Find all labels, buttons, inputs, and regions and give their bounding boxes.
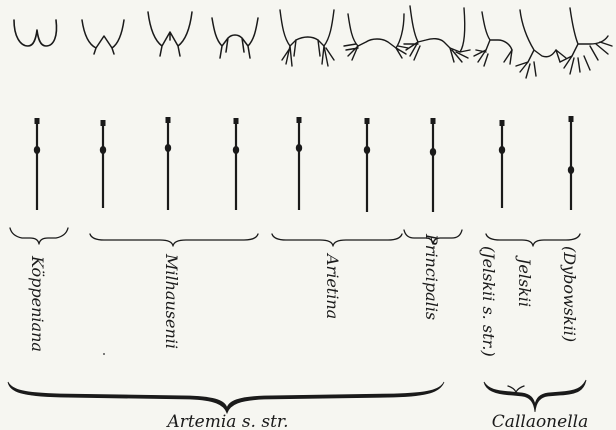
- rod-knot-1: [34, 146, 40, 154]
- label-jelskii: Jelskii: [515, 255, 534, 307]
- label-dybowskii: (Dybowskii): [560, 246, 579, 342]
- rod-knot-8: [499, 146, 505, 154]
- group-braces: [10, 228, 580, 246]
- rod-cap-9: [569, 116, 574, 122]
- tail-sketch-9: [516, 10, 566, 78]
- label-artemia: Artemia s. str.: [165, 412, 288, 430]
- brace-callaonella-species: [486, 234, 580, 246]
- group-labels: Köppeniana Milhausenii Arietina Principa…: [28, 233, 579, 357]
- brace-arietina: [272, 234, 402, 246]
- rod-knot-6: [364, 146, 370, 154]
- tail-sketches-row: [14, 6, 612, 78]
- brace-callaonella: [484, 380, 586, 412]
- label-jelskii-s-str: (Jelskii s. str.): [479, 246, 498, 357]
- tail-sketch-10: [560, 8, 612, 74]
- rod-cap-8: [500, 120, 505, 126]
- rod-cap-6: [365, 118, 370, 124]
- label-callaonella: Callaonella: [492, 412, 588, 430]
- brace-milhausenii: [90, 234, 258, 246]
- tail-sketch-2: [82, 20, 124, 54]
- rod-cap-5: [297, 117, 302, 123]
- label-arietina: Arietina: [323, 252, 342, 319]
- tail-sketch-8: [474, 12, 512, 66]
- tail-sketch-6: [344, 14, 408, 60]
- tail-sketch-3: [148, 12, 192, 56]
- rod-cap-1: [35, 118, 40, 124]
- rod-cap-3: [166, 117, 171, 123]
- tail-sketch-7: [404, 6, 470, 62]
- tail-sketch-1: [14, 20, 57, 46]
- rod-knot-5: [296, 144, 302, 152]
- brace-jelskii-right: [508, 386, 524, 392]
- rod-knot-3: [165, 144, 171, 152]
- rod-knot-9: [568, 166, 574, 174]
- brace-koppeniana: [10, 228, 68, 244]
- rod-knot-2: [100, 146, 106, 154]
- rod-knot-7: [430, 148, 436, 156]
- label-koppeniana: Köppeniana: [28, 255, 47, 352]
- tail-sketch-4: [212, 18, 258, 58]
- speck: [103, 353, 105, 355]
- rod-knot-4: [233, 146, 239, 154]
- label-principalis: Principalis: [422, 233, 441, 320]
- rod-cap-4: [234, 118, 239, 124]
- brace-artemia: [8, 382, 444, 413]
- label-milhausenii: Milhausenii: [162, 253, 181, 349]
- rods-row: [34, 116, 574, 212]
- tail-sketch-5: [280, 10, 334, 66]
- rod-cap-2: [101, 120, 106, 126]
- rod-cap-7: [431, 118, 436, 124]
